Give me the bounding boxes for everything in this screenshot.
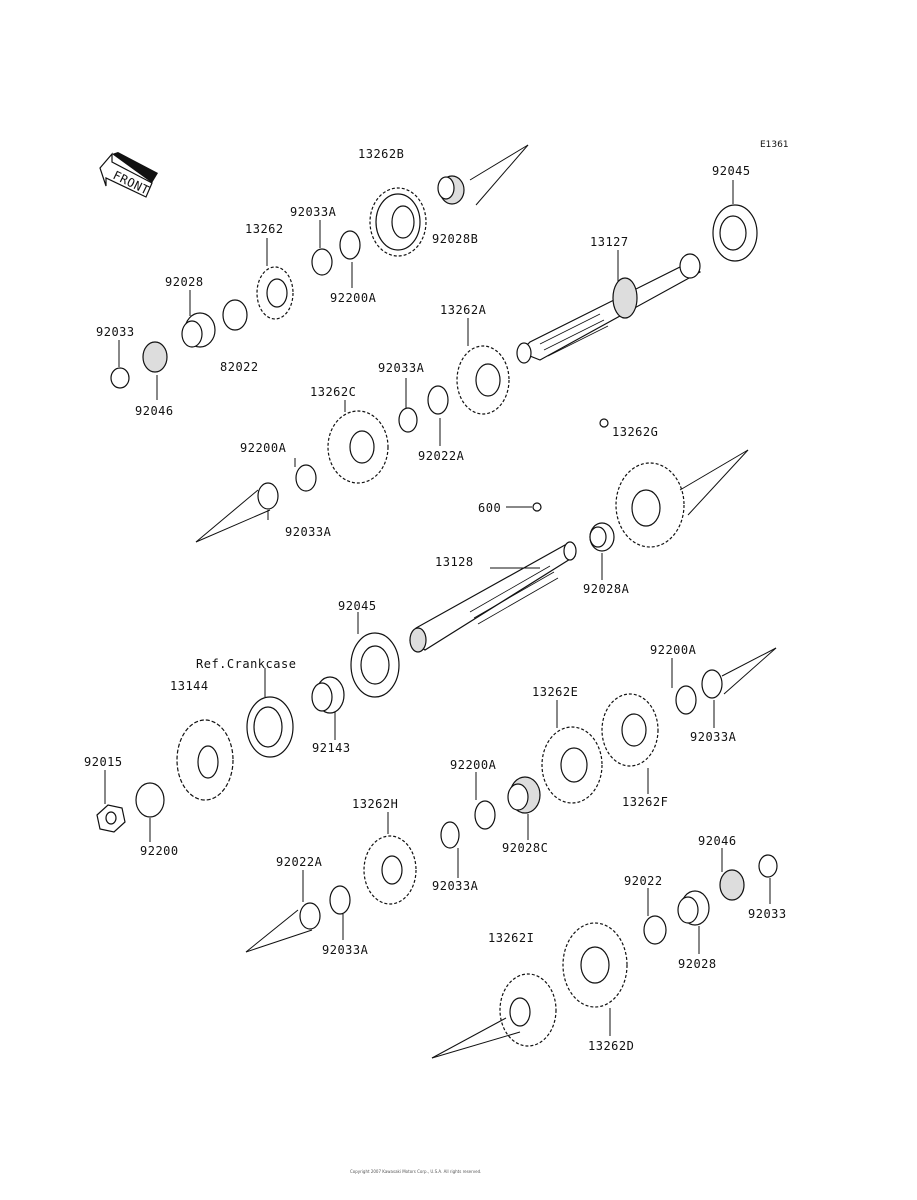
label-92200A-2: 92200A (240, 441, 287, 455)
washer-92200A-1 (339, 230, 361, 260)
label-92033A-1: 92033A (290, 205, 337, 219)
label-92045-mid: 92045 (338, 599, 377, 613)
label-13144: 13144 (170, 679, 209, 693)
circlip-92033A-4 (701, 669, 723, 699)
bushing-92028-1 (181, 312, 216, 348)
label-92028B: 92028B (432, 232, 478, 246)
label-13127: 13127 (590, 235, 629, 249)
needle-bearing-92028C (507, 776, 541, 814)
label-13262D: 13262D (588, 1039, 634, 1053)
label-92028-2: 92028 (678, 957, 717, 971)
label-92033A-4: 92033A (690, 730, 737, 744)
gear-13262A (456, 345, 510, 415)
circlip-92033A-3 (257, 482, 279, 510)
lubrication-600-icon (532, 502, 542, 512)
gear-13262E (541, 726, 603, 804)
bushing-92028A (589, 522, 615, 552)
nut-92015 (96, 804, 126, 833)
collar-92143 (311, 676, 345, 714)
label-13262G: 13262G (612, 425, 658, 439)
washer-92200A-2 (295, 464, 317, 492)
label-92045-top: 92045 (712, 164, 751, 178)
diagram-code: E1361 (760, 140, 789, 150)
gear-13262 (256, 266, 294, 320)
label-82022: 82022 (220, 360, 259, 374)
label-ref-crankcase: Ref.Crankcase (196, 657, 296, 671)
label-92200A-1: 92200A (330, 291, 377, 305)
circlip-92033A-6 (329, 885, 351, 915)
circlip-92033A-1 (311, 248, 333, 276)
needle-bearing-92046-1 (142, 341, 168, 373)
label-13262C: 13262C (310, 385, 356, 399)
label-13128: 13128 (435, 555, 474, 569)
gear-13262B (369, 187, 427, 257)
gear-13262H (363, 835, 417, 905)
bushing-92028-2 (677, 890, 710, 926)
label-92015: 92015 (84, 755, 123, 769)
gear-13262I (499, 973, 557, 1047)
engine-sprocket (176, 719, 234, 801)
label-92033-2: 92033 (748, 907, 787, 921)
label-92033A-5: 92033A (432, 879, 479, 893)
label-92033A-6: 92033A (322, 943, 369, 957)
ball-bearing-92045-top (712, 204, 758, 262)
label-92022: 92022 (624, 874, 663, 888)
gear-13262C (327, 410, 389, 484)
label-13262: 13262 (245, 222, 284, 236)
label-92028A: 92028A (583, 582, 630, 596)
circlip-92033-1 (110, 367, 130, 389)
circlip-92033A-2 (398, 407, 418, 433)
label-92143: 92143 (312, 741, 351, 755)
label-600: 600 (478, 501, 501, 515)
gear-13262G (615, 462, 685, 548)
input-shaft-13128 (409, 541, 577, 653)
needle-bearing-92046-2 (719, 869, 745, 901)
label-92022A-1: 92022A (418, 449, 465, 463)
label-92033-1: 92033 (96, 325, 135, 339)
label-92028C: 92028C (502, 841, 548, 855)
washer-92200 (135, 782, 165, 818)
washer-92200A-3 (675, 685, 697, 715)
copyright-footer: Copyright 2007 Kawasaki Motors Corp., U.… (350, 1169, 481, 1174)
label-13262H: 13262H (352, 797, 398, 811)
label-13262F: 13262F (622, 795, 668, 809)
label-92033A-3: 92033A (285, 525, 332, 539)
washer-92200A-4 (474, 800, 496, 830)
label-92028-1: 92028 (165, 275, 204, 289)
label-92200: 92200 (140, 844, 179, 858)
grease-point-icon (599, 418, 609, 428)
circlip-92033A-5 (440, 821, 460, 849)
washer-92022A-2 (299, 902, 321, 930)
label-13262E: 13262E (532, 685, 578, 699)
label-92200A-3: 92200A (650, 643, 697, 657)
label-92033A-2: 92033A (378, 361, 425, 375)
label-92046-1: 92046 (135, 404, 174, 418)
oil-seal-13144 (246, 696, 294, 758)
label-13262A: 13262A (440, 303, 487, 317)
front-arrow-icon: FRONT (99, 152, 158, 198)
gear-13262F (601, 693, 659, 767)
label-92046-2: 92046 (698, 834, 737, 848)
label-92200A-4: 92200A (450, 758, 497, 772)
label-13262I: 13262I (488, 931, 534, 945)
output-shaft-13127 (516, 253, 701, 364)
washer-92022A-1 (427, 385, 449, 415)
ball-bearing-92045-mid (350, 632, 400, 698)
washer-92022 (643, 915, 667, 945)
circlip-92033-2 (758, 854, 778, 878)
label-13262B: 13262B (358, 147, 404, 161)
needle-bearing-92028B (437, 175, 465, 205)
label-92022A-2: 92022A (276, 855, 323, 869)
gear-13262D (562, 922, 628, 1008)
washer-82022 (222, 299, 248, 331)
